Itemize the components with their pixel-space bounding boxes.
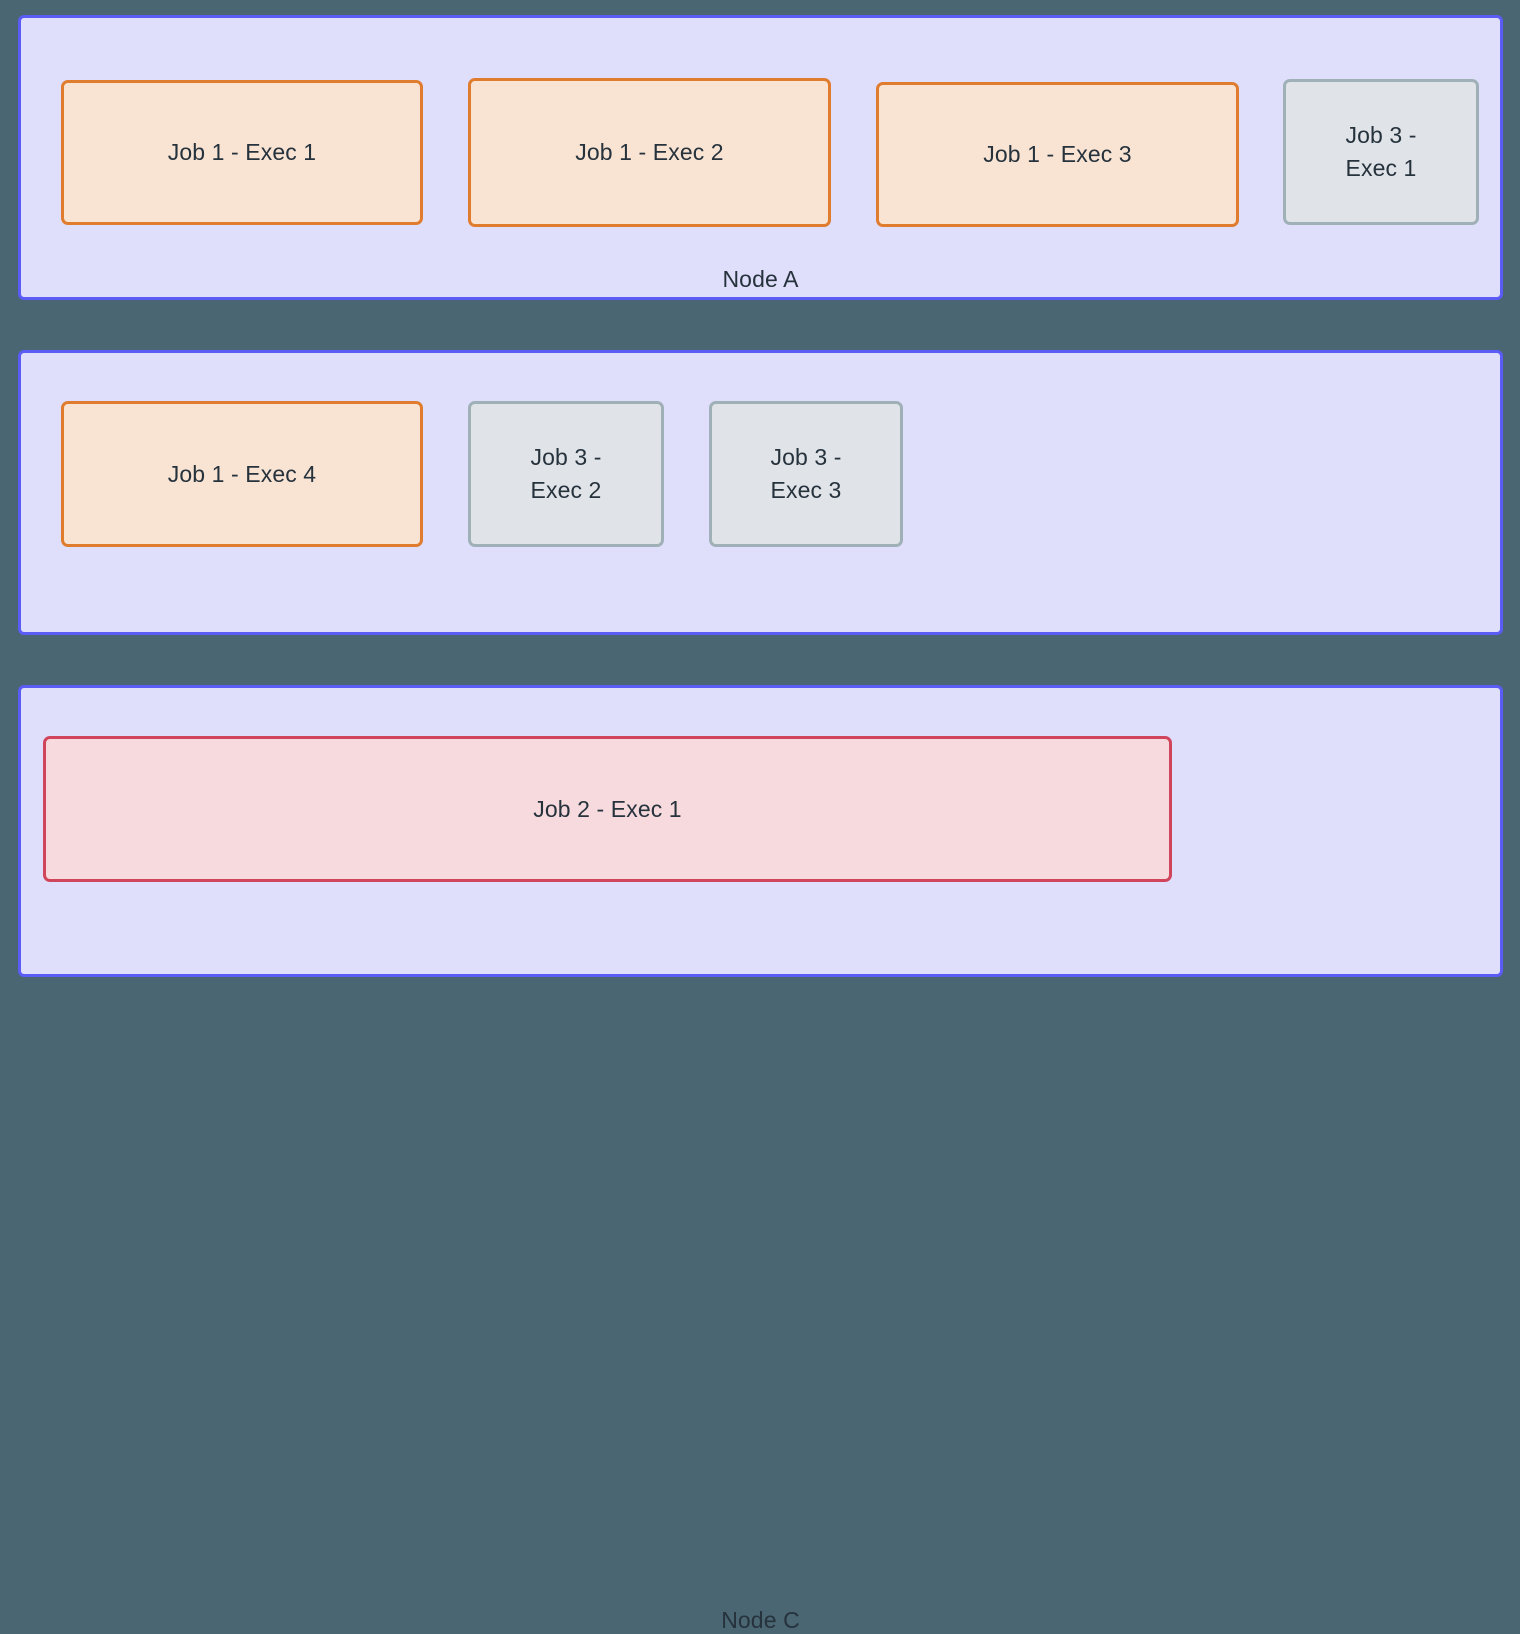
job-box-job1-exec1[interactable]: Job 1 - Exec 1 [61,80,423,225]
node-container-a[interactable]: Job 1 - Exec 1 Job 1 - Exec 2 Job 1 - Ex… [18,15,1503,300]
node-label-a: Node A [722,266,799,292]
job-box-job1-exec3[interactable]: Job 1 - Exec 3 [876,82,1239,227]
node-label-c: Node C [721,1607,800,1633]
job-box-job1-exec2[interactable]: Job 1 - Exec 2 [468,78,831,227]
job-box-job2-exec1[interactable]: Job 2 - Exec 1 [43,736,1172,882]
job-box-job1-exec4[interactable]: Job 1 - Exec 4 [61,401,423,547]
job-box-job3-exec2[interactable]: Job 3 - Exec 2 [468,401,664,547]
node-container-c[interactable]: Job 2 - Exec 1 Node C [18,685,1503,1633]
node-container-b[interactable]: Job 1 - Exec 4 Job 3 - Exec 2 Job 3 - Ex… [18,350,1503,962]
diagram-canvas: Job 1 - Exec 1 Job 1 - Exec 2 Job 1 - Ex… [18,15,1503,1633]
job-box-job3-exec3[interactable]: Job 3 - Exec 3 [709,401,903,547]
job-box-job3-exec1[interactable]: Job 3 - Exec 1 [1283,79,1479,225]
